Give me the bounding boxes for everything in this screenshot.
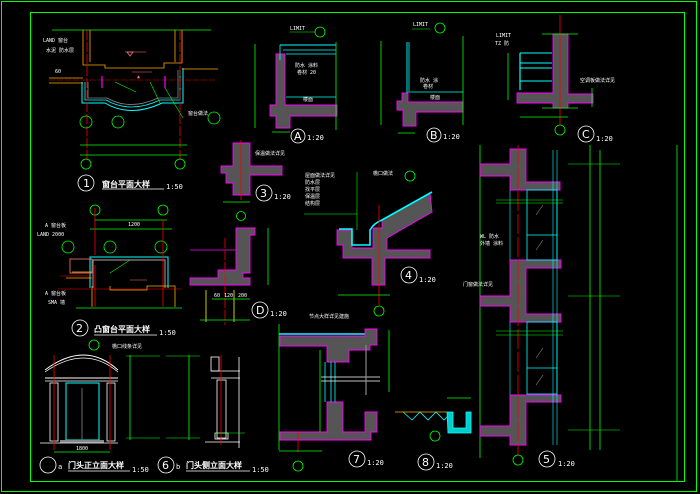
view-D-dim-2: 200: [238, 293, 247, 299]
svg-text:A 窗台板: A 窗台板: [45, 290, 66, 297]
view-1-caption: 1 窗台平面大样 1:50: [77, 174, 183, 192]
view-C-tag: C: [582, 128, 590, 141]
view-4-tag: 4: [405, 269, 412, 282]
view-4-section: 屋面做法详见 防水层 找平层 保温层 结构层 檐口做法 4 1:20: [304, 170, 436, 317]
svg-text:楼面: 楼面: [430, 94, 440, 101]
svg-text:保温做法详见: 保温做法详见: [255, 150, 285, 157]
view-6a-suffix: a: [58, 463, 62, 471]
view-2-title: 凸窗台平面大样: [94, 324, 150, 334]
svg-text:防水 涂料: 防水 涂料: [295, 62, 318, 69]
svg-text:A 窗台板: A 窗台板: [45, 222, 66, 229]
svg-text:檐口做法: 檐口做法: [373, 170, 393, 177]
svg-text:卷材: 卷材: [423, 83, 433, 90]
svg-text:楼面: 楼面: [303, 96, 313, 103]
view-A-tag: A: [294, 130, 302, 143]
view-C-note: 空调板做法详见: [580, 77, 615, 84]
view-8-tag: 8: [422, 456, 429, 469]
view-4-scale: 1:20: [419, 276, 436, 284]
view-6a-title: 门头正立面大样: [68, 460, 124, 470]
svg-text:LIMIT: LIMIT: [290, 26, 305, 32]
view-D-scale: 1:20: [270, 310, 287, 318]
view-C-section: LIMIT TZ 防 空调板做法详见 C 1:20: [495, 15, 615, 143]
svg-text:门窗做法详见: 门窗做法详见: [463, 281, 493, 288]
view-4-note-1: 防水层: [305, 179, 320, 186]
view-3-scale: 1:20: [274, 193, 291, 201]
view-7-tag: 7: [353, 453, 360, 466]
view-7-section: 节点大样详见建施 7 1:20: [278, 313, 390, 472]
view-6b-suffix: b: [176, 463, 180, 471]
view-8-scale: 1:20: [436, 462, 453, 470]
view-B-scale: 1:20: [443, 133, 460, 141]
view-6b-tag: 6: [162, 459, 169, 472]
svg-text:外墙 涂料: 外墙 涂料: [480, 240, 503, 247]
inner-frame: [30, 12, 685, 482]
view-D-section: 60 120 200 D 1:20: [189, 227, 287, 325]
svg-text:SMA 墙: SMA 墙: [48, 299, 65, 306]
view-1-tag: 1: [83, 177, 90, 190]
view-B-tag: B: [430, 129, 438, 142]
view-6a-scale: 1:50: [132, 466, 149, 474]
view-1-title: 窗台平面大样: [102, 179, 150, 189]
view-4-note-0: 屋面做法详见: [305, 172, 335, 179]
svg-text:防水 涂: 防水 涂: [420, 77, 438, 84]
view-C-scale: 1:20: [596, 135, 613, 143]
view-6b-title: 门头侧立面大样: [186, 460, 242, 470]
view-6a-front-elevation: 1800 檐口线条详见 a 门头正立面大样 1:50: [39, 339, 200, 474]
svg-text:LIMIT: LIMIT: [496, 33, 511, 39]
view-A-scale: 1:20: [307, 134, 324, 142]
view-D-dim-0: 60: [214, 293, 220, 299]
view-2-tag: 2: [76, 322, 83, 335]
svg-text:LAND 窗台: LAND 窗台: [43, 37, 68, 44]
view-2-scale: 1:50: [159, 329, 176, 337]
view-1-scale: 1:50: [166, 183, 183, 191]
view-4-note-4: 结构层: [305, 200, 320, 207]
view-5-tag: 5: [543, 453, 550, 466]
svg-text:窗台做法: 窗台做法: [188, 110, 208, 117]
svg-text:水泥 防水层: 水泥 防水层: [46, 47, 74, 54]
svg-text:WL 防水: WL 防水: [480, 233, 499, 240]
view-8-section: 8 1:20: [395, 397, 472, 471]
view-5-scale: 1:20: [558, 460, 575, 468]
svg-text:60: 60: [55, 69, 61, 75]
view-1-window-plan: ▲ LAND 窗台 水泥 防水层 60 窗台做法: [43, 29, 221, 170]
view-7-note: 节点大样详见建施: [309, 313, 349, 320]
svg-text:卷材 20: 卷材 20: [297, 69, 316, 76]
svg-text:▲: ▲: [137, 74, 140, 80]
view-4-note-3: 保温层: [305, 193, 320, 200]
view-7-scale: 1:20: [367, 459, 384, 467]
view-5-wall-section: WL 防水 外墙 涂料 门窗做法详见 5 1:20: [463, 145, 678, 481]
svg-text:檐口线条详见: 檐口线条详见: [112, 343, 142, 350]
view-B-section: LIMIT 防水 涂 卷材 楼面 B 1:20: [380, 22, 464, 143]
view-2-dim-0: 1200: [128, 222, 140, 228]
view-6-dim-0: 1800: [76, 446, 88, 452]
view-4-note-2: 找平层: [305, 186, 320, 193]
svg-text:LAND 2000: LAND 2000: [37, 232, 64, 238]
view-3-tag: 3: [260, 187, 267, 200]
view-2-bay-plan: A 窗台板 LAND 2000 A 窗台板 SMA 墙 1200 2 凸窗台平面…: [37, 204, 182, 337]
svg-text:LIMIT: LIMIT: [413, 22, 428, 28]
view-6b-side-elevation: 6 b 门头侧立面大样 1:50: [157, 355, 269, 474]
view-A-section: LIMIT 防水 涂料 卷材 20 楼面 A 1:20: [254, 26, 338, 144]
svg-text:TZ 防: TZ 防: [495, 40, 509, 47]
view-D-dim-1: 120: [224, 293, 233, 299]
view-6b-scale: 1:50: [252, 466, 269, 474]
view-3-section: 保温做法详见 3 1:20: [220, 140, 291, 221]
view-D-tag: D: [256, 304, 264, 317]
